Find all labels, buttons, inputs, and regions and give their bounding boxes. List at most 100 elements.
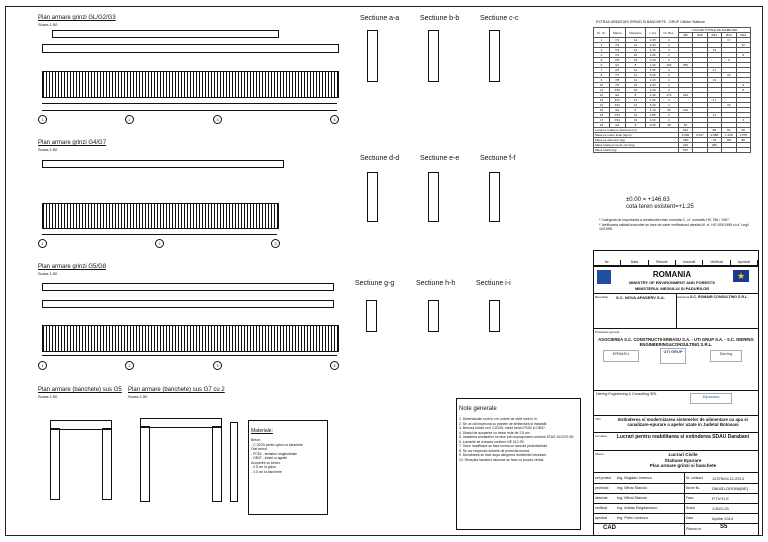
plan-scale: Scara 1:50 [38,394,58,399]
divider [593,450,759,451]
grid-axis: 4 [330,115,339,124]
section-label: Sectiune a-a [360,15,400,22]
bench-detail [212,426,222,502]
assistance-label: Asistenta [677,295,690,299]
object-title: Lucrari Civile Statiune Epurare Plan arm… [649,452,717,468]
country-name: ROMANIA [652,270,692,279]
column-header: Marca [609,27,626,38]
section-label: Sectiune b-b [420,15,460,22]
plan-title: Plan armare grinzi GL/G2/G3 [38,15,116,21]
grid-axis: 1 [38,115,47,124]
revision-header: Intocmit [676,260,704,265]
grid-axis: 4 [330,361,339,370]
table-cell [692,147,708,153]
bench-detail [102,428,112,500]
role-label: desenat [595,496,608,500]
table-cell: 515 [677,147,694,153]
section-label: Sectiune d-d [360,155,400,162]
bench-detail [230,422,238,502]
elevation-note: ±0.00 = +146.63 [626,197,670,203]
divider [676,294,677,328]
revision-header: Aprobat [731,260,758,265]
role-label: aprobat [595,516,607,520]
top-bar-callout [42,44,339,53]
section-detail [367,30,378,82]
bench-detail [140,418,222,428]
field-value: Aprilie 2014 [712,516,734,521]
grid-axis: 1 [38,239,47,248]
section-label: Sectiune e-e [420,155,460,162]
materials-text: Beton: - C 20/25 pentru grinzi si banche… [251,438,303,474]
notes-text: 1. Dimensiunile sunt in cm, cotele de ni… [459,417,575,462]
bench-detail [50,420,112,430]
dimension-line [42,355,337,356]
grid-axis: 2 [125,361,134,370]
grid-axis: 1 [38,361,47,370]
dimension-line [42,110,337,111]
dimension-line [42,234,277,235]
plan-scale: Scara 1:50 [128,394,148,399]
role-name: Ing. Mihai Stanciu [617,486,648,490]
field-label: Faza [686,496,694,500]
grid-axis: 2 [155,239,164,248]
bench-detail [140,426,150,502]
column-header: Diametru [624,27,647,38]
plan-title: Plan armare (banchete) sus G5 [38,387,122,393]
field-value: P.Th+D.E [712,496,729,501]
divider [593,503,759,504]
revision-header: Verificat [703,260,731,265]
role-label: sef proiect [595,476,612,480]
divider [593,293,759,294]
notes-title: Note generale [459,405,497,412]
top-bar-callout [52,30,279,38]
bench-detail [50,428,60,500]
section-label: Sectiune g-g [355,280,395,287]
divider [593,483,759,484]
eu-flag-icon: ★ [733,270,749,282]
divider [593,493,759,494]
divider [593,415,759,416]
divider [593,328,759,329]
table-cell [721,147,737,153]
grid-axis: 2 [125,115,134,124]
field-value: DB00D-DROB6[NE] [712,486,748,491]
general-notes-box: Note generale 1. Dimensiunile sunt in cm… [456,398,581,530]
plan-title: Plan armare grinzi G4/G7 [38,140,107,146]
top-bar-callout [42,300,334,308]
section-detail [428,30,439,82]
divider [593,432,759,433]
column-header: Nr. Buc. [658,27,679,38]
field-label: Nume fis. [686,486,700,490]
assistance-name: S.C. ROMAIR CONSULTING S.R.L. [690,295,749,299]
field-label: Data [686,516,693,520]
grid-axis: 3 [213,361,222,370]
grid-axis: 3 [271,239,280,248]
materials-box: Materiale: Beton: - C 20/25 pentru grinz… [248,420,328,515]
dimension-line [42,103,337,104]
project-title: Extinderea si modernizarea sistemelor de… [618,417,748,427]
totals-row: Masa totala (kg)515 [593,147,751,153]
section-detail [489,300,500,332]
beam-elevation [42,325,339,352]
uti-grup-logo: UTI GRUP [660,348,686,364]
field-value: 1:50/1:25 [712,506,729,511]
sheet-number-label: Plansa nr. [686,527,702,531]
column-header: Nr. ctr. [592,27,611,38]
divider [593,513,759,514]
totals-label: Masa totala (kg) [593,147,679,153]
divider [593,472,759,473]
section-detail [489,30,500,82]
plan-scale: Scara 1:50 [38,271,58,276]
sub-designer-1: Diering Engineering & Consulting SRL [596,392,657,396]
section-detail [489,172,500,222]
work-label: Lucrarea [595,434,607,438]
plan-scale: Scara 1:50 [38,22,58,27]
section-detail [428,172,439,222]
divider [684,472,685,536]
grid-axis: 3 [213,115,222,124]
divider [593,390,759,391]
